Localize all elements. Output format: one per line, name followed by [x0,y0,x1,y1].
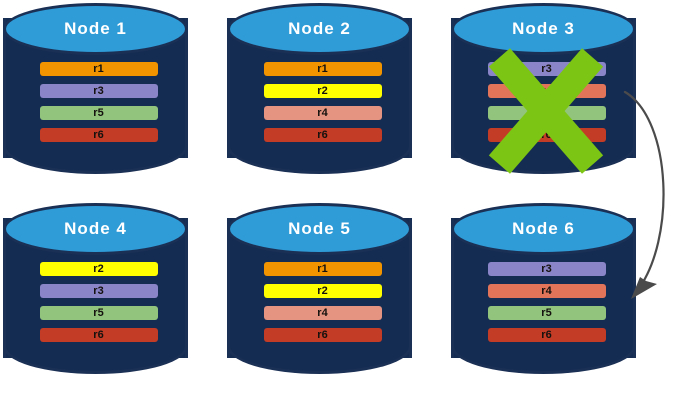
record-bar[interactable]: r4 [487,84,606,98]
record-bar[interactable]: r4 [487,284,606,298]
record-bar[interactable]: r6 [39,328,158,342]
record-bar[interactable]: r1 [263,262,382,276]
cylinder-top [3,203,188,255]
record-list: r3 r4 r5 r6 [448,262,645,350]
cylinder-bottom [227,318,412,374]
record-bar[interactable]: r4 [263,306,382,320]
record-bar[interactable]: r6 [487,328,606,342]
record-bar[interactable]: r1 [263,62,382,76]
record-bar[interactable]: r3 [487,62,606,76]
cylinder-top [3,3,188,55]
record-bar[interactable]: r5 [39,106,158,120]
record-bar[interactable]: r1 [39,62,158,76]
cylinder-top [451,3,636,55]
node-6[interactable]: Node 6 r3 r4 r5 r6 [448,200,645,382]
node-4[interactable]: Node 4 r2 r3 r5 r6 [0,200,197,382]
record-bar[interactable]: r6 [263,328,382,342]
cylinder-top [227,203,412,255]
cylinder-bottom [451,318,636,374]
record-bar[interactable]: r2 [39,262,158,276]
node-3[interactable]: Node 3 r3 r4 r5 r6 [448,0,645,182]
record-bar[interactable]: r3 [487,262,606,276]
node-title: Node 5 [288,219,351,238]
record-bar[interactable]: r2 [263,284,382,298]
record-bar[interactable]: r3 [39,284,158,298]
node-2[interactable]: Node 2 r1 r2 r4 r6 [224,0,421,182]
cylinder-bottom [3,118,188,174]
record-bar[interactable]: r6 [487,128,606,142]
record-bar[interactable]: r4 [263,106,382,120]
record-list: r2 r3 r5 r6 [0,262,197,350]
cylinder-top [227,3,412,55]
node-title: Node 3 [512,19,575,38]
node-title: Node 6 [512,219,575,238]
record-bar[interactable]: r3 [39,84,158,98]
cylinder-bottom [227,118,412,174]
record-bar[interactable]: r6 [263,128,382,142]
node-5[interactable]: Node 5 r1 r2 r4 r6 [224,200,421,382]
record-list: r1 r3 r5 r6 [0,62,197,150]
node-title: Node 2 [288,19,351,38]
node-1[interactable]: Node 1 r1 r3 r5 r6 [0,0,197,182]
node-title: Node 1 [64,19,127,38]
record-bar[interactable]: r5 [487,106,606,120]
cylinder-bottom [3,318,188,374]
record-bar[interactable]: r6 [39,128,158,142]
record-list: r1 r2 r4 r6 [224,62,421,150]
record-bar[interactable]: r5 [487,306,606,320]
record-list: r3 r4 r5 r6 [448,62,645,150]
record-list: r1 r2 r4 r6 [224,262,421,350]
node-title: Node 4 [64,219,127,238]
record-bar[interactable]: r2 [263,84,382,98]
record-bar[interactable]: r5 [39,306,158,320]
